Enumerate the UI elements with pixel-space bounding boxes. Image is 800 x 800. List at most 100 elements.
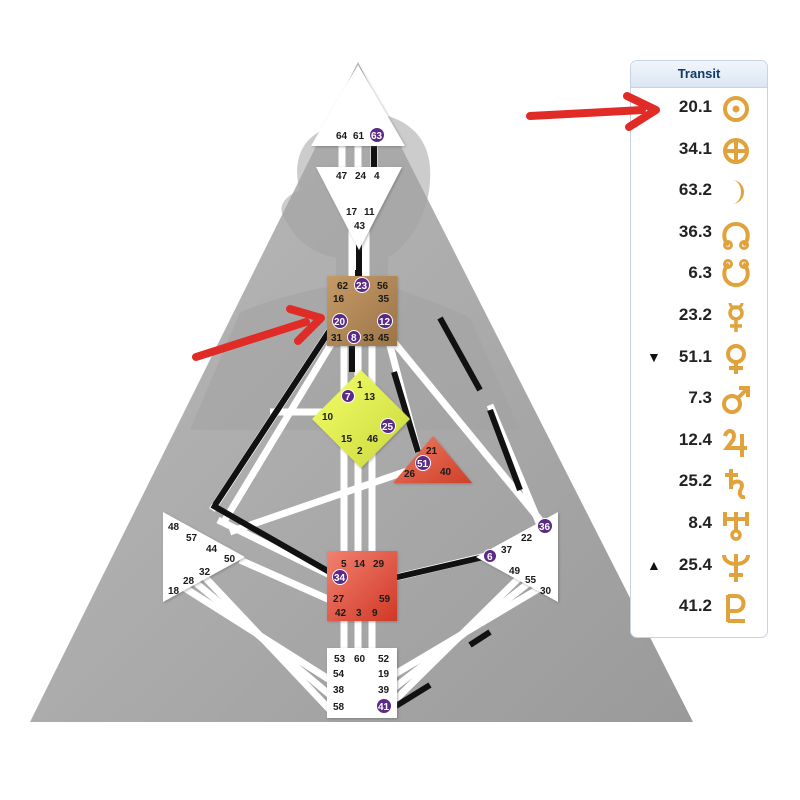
gate-label: 28 <box>183 576 195 587</box>
transit-row: 7.3 <box>631 379 767 421</box>
uranus-icon <box>723 511 749 541</box>
transit-direction-mark: ▲ <box>647 556 661 573</box>
transit-value: 20.1 <box>678 97 712 116</box>
gate-label: 38 <box>333 685 345 696</box>
gate-label: 62 <box>337 281 349 292</box>
gate-label: 36 <box>539 522 551 533</box>
gate-label: 45 <box>378 333 390 344</box>
gate-label: 15 <box>341 434 353 445</box>
moon-icon <box>732 180 744 205</box>
south-node-icon <box>722 259 750 288</box>
transit-value: 6.3 <box>688 263 712 283</box>
transit-value: 12.4 <box>678 429 712 449</box>
transit-direction-mark: ▼ <box>647 348 661 365</box>
gate-label: 43 <box>354 221 366 232</box>
gate-active-badge <box>537 518 553 534</box>
gate-label: 34 <box>334 573 346 584</box>
gate-label: 47 <box>336 171 348 182</box>
gate-label: 16 <box>333 294 345 305</box>
gate-label: 37 <box>501 545 513 556</box>
gate-label: 18 <box>168 586 180 597</box>
jupiter-icon <box>723 428 747 457</box>
gate-active-badge <box>341 389 355 403</box>
gate-label: 12 <box>379 317 391 328</box>
transit-row: 41.2 <box>631 587 767 629</box>
gate-label: 56 <box>377 281 389 292</box>
gate-label: 42 <box>335 608 347 619</box>
gate-label: 7 <box>345 392 351 403</box>
transit-value: 25.2 <box>678 471 712 491</box>
transit-list: 20.1 34.1 63.2 36.3 6.3 23.2 ▼ 51.1 7.3 12.4 25.2 8… <box>631 88 767 629</box>
gate-label: 54 <box>333 669 345 680</box>
gate-label: 52 <box>378 654 390 665</box>
gate-label: 5 <box>341 559 347 570</box>
gate-label: 22 <box>521 533 533 544</box>
gate-label: 31 <box>331 333 343 344</box>
gate-label: 4 <box>374 171 380 182</box>
transit-value: 63.2 <box>678 180 712 200</box>
transit-row: 63.2 <box>631 171 767 213</box>
gate-label: 19 <box>378 669 390 680</box>
gate-active-badge <box>332 313 348 329</box>
transit-value: 36.3 <box>678 221 712 241</box>
north-node-icon <box>722 221 750 250</box>
transit-panel: Transit 20.1 34.1 63.2 36.3 6.3 23.2 ▼ 51.1 7.3 1… <box>630 60 768 638</box>
gate-label: 3 <box>356 608 362 619</box>
gate-label: 27 <box>333 594 345 605</box>
gate-label: 49 <box>509 566 521 577</box>
solar-plexus-center <box>476 512 558 602</box>
mars-icon <box>722 386 750 415</box>
transit-row: 23.2 <box>631 296 767 338</box>
gate-label: 55 <box>525 575 537 586</box>
transit-row: 25.2 <box>631 462 767 504</box>
gate-label: 20 <box>334 317 346 328</box>
sun-icon <box>723 96 749 122</box>
pluto-icon <box>726 594 746 624</box>
gate-label: 26 <box>404 469 416 480</box>
gate-label: 53 <box>334 654 346 665</box>
gate-label: 9 <box>372 608 378 619</box>
gate-active-badge <box>347 330 361 344</box>
gate-label: 1 <box>357 380 363 391</box>
gate-label: 35 <box>378 294 390 305</box>
gate-label: 21 <box>426 446 438 457</box>
gate-label: 14 <box>354 559 366 570</box>
transit-value: 7.3 <box>688 388 712 408</box>
neptune-icon <box>722 553 750 582</box>
gate-label: 51 <box>417 459 429 470</box>
gate-label: 40 <box>440 467 452 478</box>
gate-label: 57 <box>186 533 198 544</box>
gate-label: 13 <box>364 392 376 403</box>
gate-label: 46 <box>367 434 379 445</box>
gate-active-badge <box>376 698 392 714</box>
gate-active-badge <box>483 549 497 563</box>
transit-value: 51.1 <box>678 346 712 366</box>
mercury-icon <box>728 302 744 332</box>
transit-row: 8.4 <box>631 504 767 546</box>
gate-label: 64 <box>336 131 348 142</box>
transit-value: 23.2 <box>678 304 712 324</box>
gate-label: 29 <box>373 559 385 570</box>
transit-header: Transit <box>631 61 767 88</box>
gate-label: 32 <box>199 567 211 578</box>
heart-center <box>393 436 472 483</box>
gate-label: 44 <box>206 544 218 555</box>
transit-row: 34.1 <box>631 130 767 172</box>
transit-row: 12.4 <box>631 421 767 463</box>
transit-value: 34.1 <box>678 138 712 158</box>
transit-row: 20.1 <box>631 88 767 130</box>
gate-label: 63 <box>371 131 383 142</box>
transit-value: 25.4 <box>678 554 712 574</box>
gate-active-badge <box>377 313 393 329</box>
gate-label: 6 <box>487 552 493 563</box>
transit-value: 41.2 <box>678 596 712 616</box>
head-center <box>311 65 405 146</box>
sacral-center <box>327 551 397 621</box>
earth-icon <box>723 137 749 164</box>
gate-label: 60 <box>354 654 366 665</box>
transit-row: 36.3 <box>631 213 767 255</box>
venus-icon <box>726 343 746 374</box>
gate-label: 11 <box>364 207 375 218</box>
gate-label: 17 <box>346 207 358 218</box>
